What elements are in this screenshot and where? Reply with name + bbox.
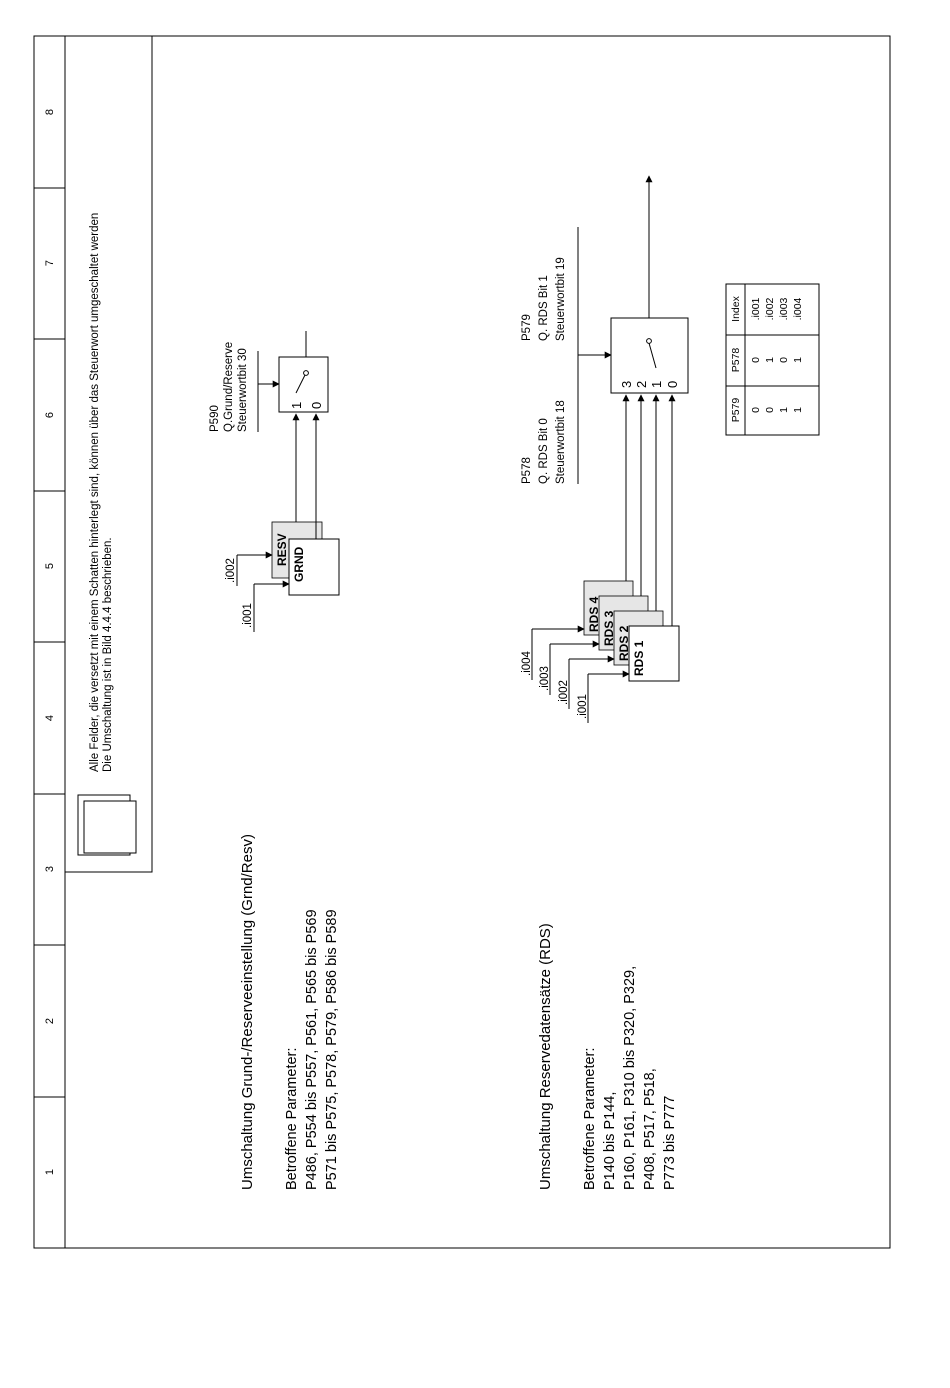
- rds-pos-0: 0: [665, 381, 680, 388]
- rds-input-i004: .i004: [521, 650, 533, 676]
- p578-control: Steuerwortbit 18: [555, 400, 567, 484]
- column-number-7: 7: [44, 260, 56, 266]
- rds-section: Umschaltung Reservedatensätze (RDS) Betr…: [521, 175, 689, 1190]
- note-line-1: Alle Felder, die versetzt mit einem Scha…: [89, 213, 101, 772]
- table-cell: 0: [750, 407, 762, 413]
- switch-pos-0: 0: [309, 402, 324, 409]
- column-number-2: 2: [44, 1018, 56, 1024]
- grnd-input-i001: .i001: [242, 603, 254, 628]
- table-cell: 1: [764, 357, 776, 363]
- grnd-label: GRND: [292, 546, 306, 582]
- grnd-resv-params-line-1: P486, P554 bis P557, P561, P565 bis P569: [304, 909, 320, 1190]
- grnd-input-i002: .i002: [225, 558, 237, 583]
- table-cell: 1: [792, 357, 804, 363]
- rds-params-heading: Betroffene Parameter:: [582, 1048, 598, 1190]
- p578-source: Q. RDS Bit 0: [538, 418, 550, 484]
- table-cell: 1: [778, 407, 790, 413]
- column-number-8: 8: [44, 109, 56, 115]
- grnd-resv-title: Umschaltung Grund-/Reserveeinstellung (G…: [239, 834, 256, 1190]
- rds1-label: RDS 1: [632, 640, 646, 676]
- rds1-block: [628, 625, 680, 682]
- column-number-5: 5: [44, 563, 56, 569]
- table-cell: .i003: [778, 297, 790, 320]
- resv-label: RESV: [275, 533, 289, 566]
- p590-control: Steuerwortbit 30: [237, 348, 249, 432]
- rds-title: Umschaltung Reservedatensätze (RDS): [537, 923, 554, 1190]
- table-header-index: Index: [730, 295, 742, 321]
- column-number-4: 4: [44, 715, 56, 721]
- page-frame: [33, 35, 891, 1249]
- table-cell: 1: [792, 407, 804, 413]
- grnd-resv-section: Umschaltung Grund-/Reserveeinstellung (G…: [209, 331, 340, 1190]
- grnd-resv-params-line-2: P571 bis P575, P578, P579, P586 bis P589: [324, 909, 340, 1190]
- rds4-label: RDS 4: [587, 596, 601, 632]
- note-box: Alle Felder, die versetzt mit einem Scha…: [65, 36, 153, 873]
- table-cell: 0: [764, 407, 776, 413]
- table-cell: .i001: [750, 297, 762, 320]
- rds-input-i001: .i001: [577, 694, 589, 719]
- table-cell: 0: [750, 357, 762, 363]
- p579-control: Steuerwortbit 19: [555, 257, 567, 341]
- grnd-resv-params-heading: Betroffene Parameter:: [284, 1048, 300, 1190]
- column-dividers: [34, 187, 65, 1098]
- table-cell: .i002: [764, 297, 776, 320]
- p590-source: Q.Grund/Reserve: [223, 342, 235, 432]
- rds-pos-1: 1: [649, 381, 664, 388]
- rds-input-i003: .i003: [539, 666, 551, 691]
- grnd-block: [288, 538, 340, 596]
- rds-truth-table: P579 P578 Index 0 0 .i001 0 1 .i002 1 0 …: [725, 283, 820, 436]
- rds3-label: RDS 3: [602, 610, 616, 646]
- rds-pos-2: 2: [634, 381, 649, 388]
- rds-pos-3: 3: [619, 381, 634, 388]
- switch-pos-1: 1: [289, 402, 304, 409]
- p590-label: P590: [209, 405, 221, 432]
- rds-params-line-4: P773 bis P777: [662, 1096, 678, 1190]
- column-number-1: 1: [44, 1169, 56, 1175]
- rds-switch: [610, 317, 689, 394]
- table-cell: .i004: [792, 297, 804, 320]
- table-header-p578: P578: [730, 348, 742, 373]
- p579-label: P579: [521, 314, 533, 341]
- column-number-6: 6: [44, 412, 56, 418]
- rds2-label: RDS 2: [617, 625, 631, 661]
- table-cell: 0: [778, 357, 790, 363]
- p579-source: Q. RDS Bit 1: [538, 275, 550, 341]
- table-header-p579: P579: [730, 398, 742, 423]
- column-number-3: 3: [44, 866, 56, 872]
- rds-input-i002: .i002: [558, 680, 570, 705]
- rds-params-line-2: P160, P161, P310 bis P320, P329,: [622, 966, 638, 1190]
- note-line-2: Die Umschaltung ist in Bild 4.4.4 beschr…: [102, 537, 114, 772]
- p578-label: P578: [521, 457, 533, 484]
- rds-params-line-3: P408, P517, P518,: [642, 1068, 658, 1190]
- rds-params-line-1: P140 bis P144,: [602, 1092, 618, 1190]
